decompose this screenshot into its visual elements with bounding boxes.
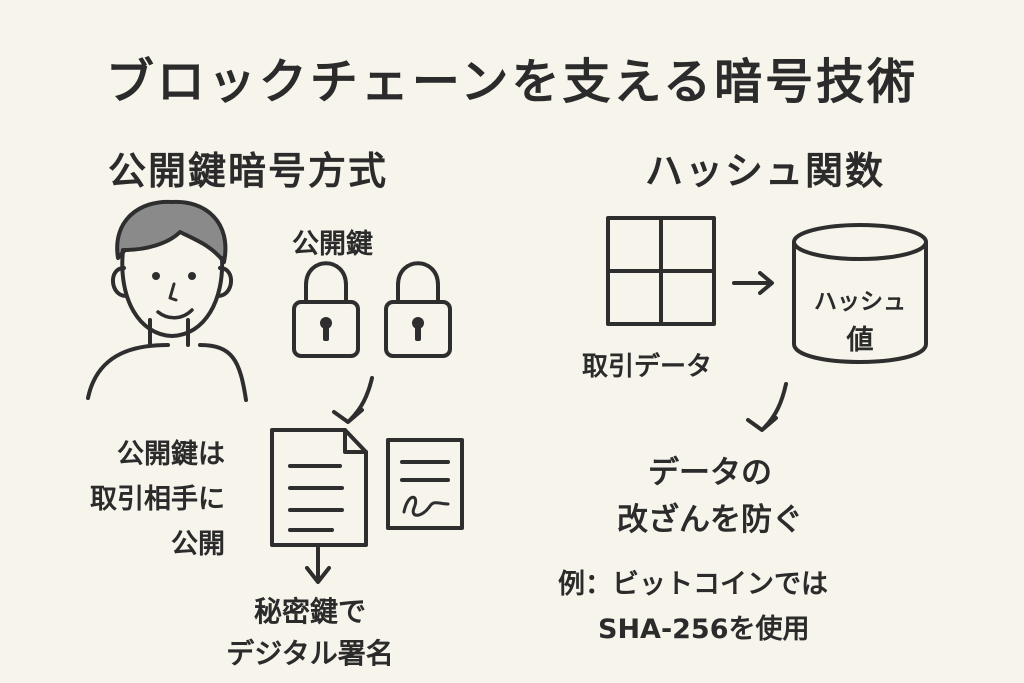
tamper-prevention-line: 改ざんを防ぐ: [617, 502, 803, 538]
example-line: 例：ビットコインでは: [558, 569, 828, 600]
example-line: SHA-256を使用: [598, 614, 810, 645]
signature-caption-line: デジタル署名: [226, 637, 394, 670]
hash-function-heading: ハッシュ関数: [645, 149, 886, 193]
public-key-note-line: 取引相手に: [90, 484, 225, 515]
diagram-title: ブロックチェーンを支える暗号技術: [105, 54, 919, 110]
tamper-prevention-line: データの: [648, 455, 772, 491]
transaction-data-label: 取引データ: [582, 352, 713, 382]
signature-caption-line: 秘密鍵で: [253, 595, 366, 628]
public-key-note-line: 公開: [171, 529, 225, 560]
hash-value-label-line: ハッシュ: [814, 289, 906, 315]
public-key-note-line: 公開鍵は: [117, 439, 225, 470]
public-key-crypto-heading: 公開鍵暗号方式: [108, 149, 389, 193]
public-key-label: 公開鍵: [292, 229, 373, 260]
hash-value-label-line: 値: [846, 325, 874, 356]
